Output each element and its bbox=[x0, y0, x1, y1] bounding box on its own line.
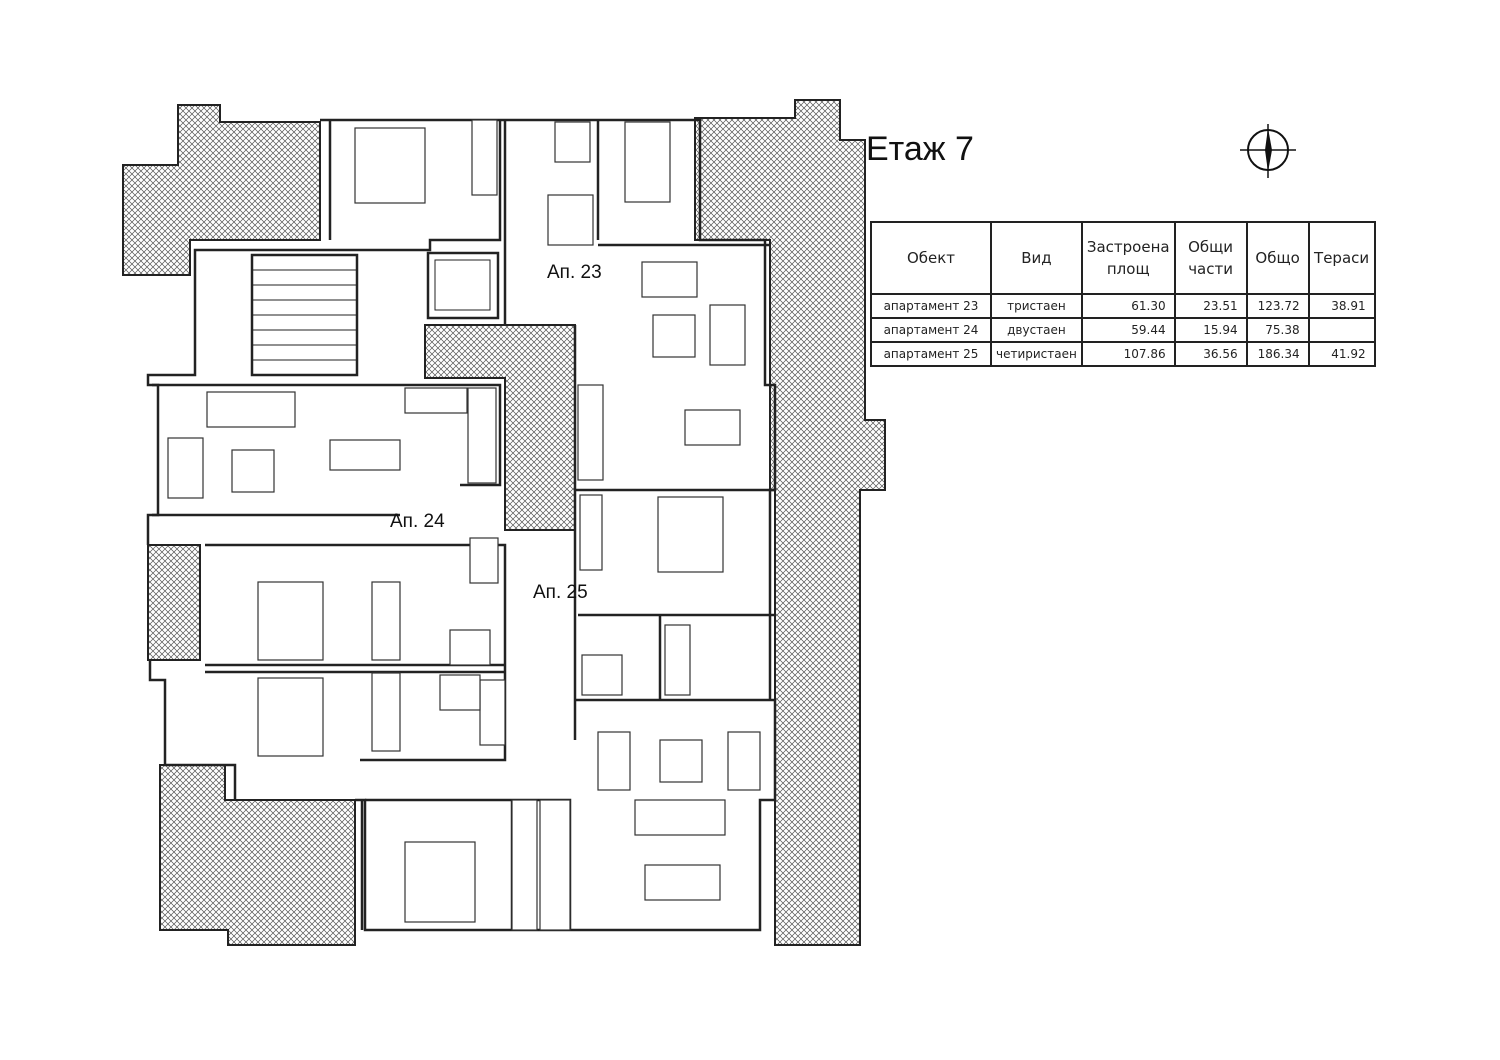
cell: 38.91 bbox=[1307, 293, 1376, 319]
apartment-label-25: Ап. 25 bbox=[533, 582, 588, 603]
cell: 23.51 bbox=[1173, 293, 1248, 319]
wardrobe bbox=[479, 679, 506, 746]
col-header: Общи части bbox=[1173, 221, 1248, 295]
terrace-top-left bbox=[122, 104, 321, 276]
wardrobe bbox=[471, 119, 498, 196]
cell: 59.44 bbox=[1080, 317, 1176, 343]
cell: 123.72 bbox=[1245, 293, 1310, 319]
wardrobe bbox=[664, 624, 691, 696]
sofa bbox=[634, 799, 726, 836]
terrace-bottom-left bbox=[159, 764, 356, 946]
bed bbox=[257, 581, 324, 661]
bed bbox=[404, 841, 476, 923]
coffee-table bbox=[659, 739, 703, 783]
bed bbox=[624, 121, 671, 203]
wardrobe bbox=[371, 672, 401, 752]
cell: тристаен bbox=[990, 293, 1083, 319]
bed bbox=[354, 127, 426, 204]
sofa bbox=[709, 304, 746, 366]
shower bbox=[581, 654, 623, 696]
wardrobe bbox=[511, 799, 538, 931]
elevator bbox=[426, 251, 500, 320]
cell: 36.56 bbox=[1173, 341, 1248, 367]
bed bbox=[657, 496, 724, 573]
coffee-table bbox=[652, 314, 696, 358]
col-header: Вид bbox=[990, 221, 1083, 295]
sofa bbox=[597, 731, 631, 791]
cell: 186.34 bbox=[1245, 341, 1310, 367]
table-row: апартамент 23 тристаен 61.30 23.51 123.7… bbox=[870, 293, 1376, 319]
cell: апартамент 24 bbox=[870, 317, 992, 343]
wardrobe bbox=[469, 537, 499, 584]
cell: 15.94 bbox=[1173, 317, 1248, 343]
cell: апартамент 25 bbox=[870, 341, 992, 367]
sofa bbox=[206, 391, 296, 428]
area-table: Обект Вид Застроена площ Общи части Общо… bbox=[870, 221, 1376, 367]
col-header: Обект bbox=[870, 221, 992, 295]
kitchen-counter bbox=[404, 387, 468, 414]
kitchen-counter bbox=[467, 387, 497, 484]
kitchen-counter bbox=[539, 799, 571, 931]
cell: 75.38 bbox=[1245, 317, 1310, 343]
cell bbox=[1307, 317, 1376, 343]
cell: 41.92 bbox=[1307, 341, 1376, 367]
balcony-left bbox=[147, 544, 201, 661]
dining-table bbox=[329, 439, 401, 471]
wardrobe bbox=[547, 194, 594, 246]
sofa bbox=[727, 731, 761, 791]
coffee-table bbox=[231, 449, 275, 493]
floor-title: Етаж 7 bbox=[866, 130, 974, 168]
cell: 61.30 bbox=[1080, 293, 1176, 319]
shower bbox=[439, 674, 481, 711]
col-header: Тераси bbox=[1307, 221, 1376, 295]
shower bbox=[554, 121, 591, 163]
cell: апартамент 23 bbox=[870, 293, 992, 319]
north-arrow-icon bbox=[1240, 124, 1296, 178]
outer-wall bbox=[146, 118, 777, 932]
cell: двустаен bbox=[990, 317, 1083, 343]
sofa bbox=[167, 437, 204, 499]
table-row: апартамент 25 четиристаен 107.86 36.56 1… bbox=[870, 341, 1376, 367]
wardrobe bbox=[371, 581, 401, 661]
shower bbox=[449, 629, 491, 666]
cell: 107.86 bbox=[1080, 341, 1176, 367]
apartment-label-23: Ап. 23 bbox=[547, 262, 602, 283]
bed bbox=[257, 677, 324, 757]
cell: четиристаен bbox=[990, 341, 1083, 367]
kitchen-counter bbox=[577, 384, 604, 481]
terrace-right bbox=[694, 99, 886, 946]
wardrobe bbox=[579, 494, 603, 571]
table-row: апартамент 24 двустаен 59.44 15.94 75.38 bbox=[870, 317, 1376, 343]
table-header-row: Обект Вид Застроена площ Общи части Общо… bbox=[870, 221, 1376, 295]
sofa bbox=[641, 261, 698, 298]
apartment-label-24: Ап. 24 bbox=[390, 511, 445, 532]
dining-table bbox=[644, 864, 721, 901]
col-header: Общо bbox=[1245, 221, 1310, 295]
col-header: Застроена площ bbox=[1080, 221, 1176, 295]
dining-table bbox=[684, 409, 741, 446]
